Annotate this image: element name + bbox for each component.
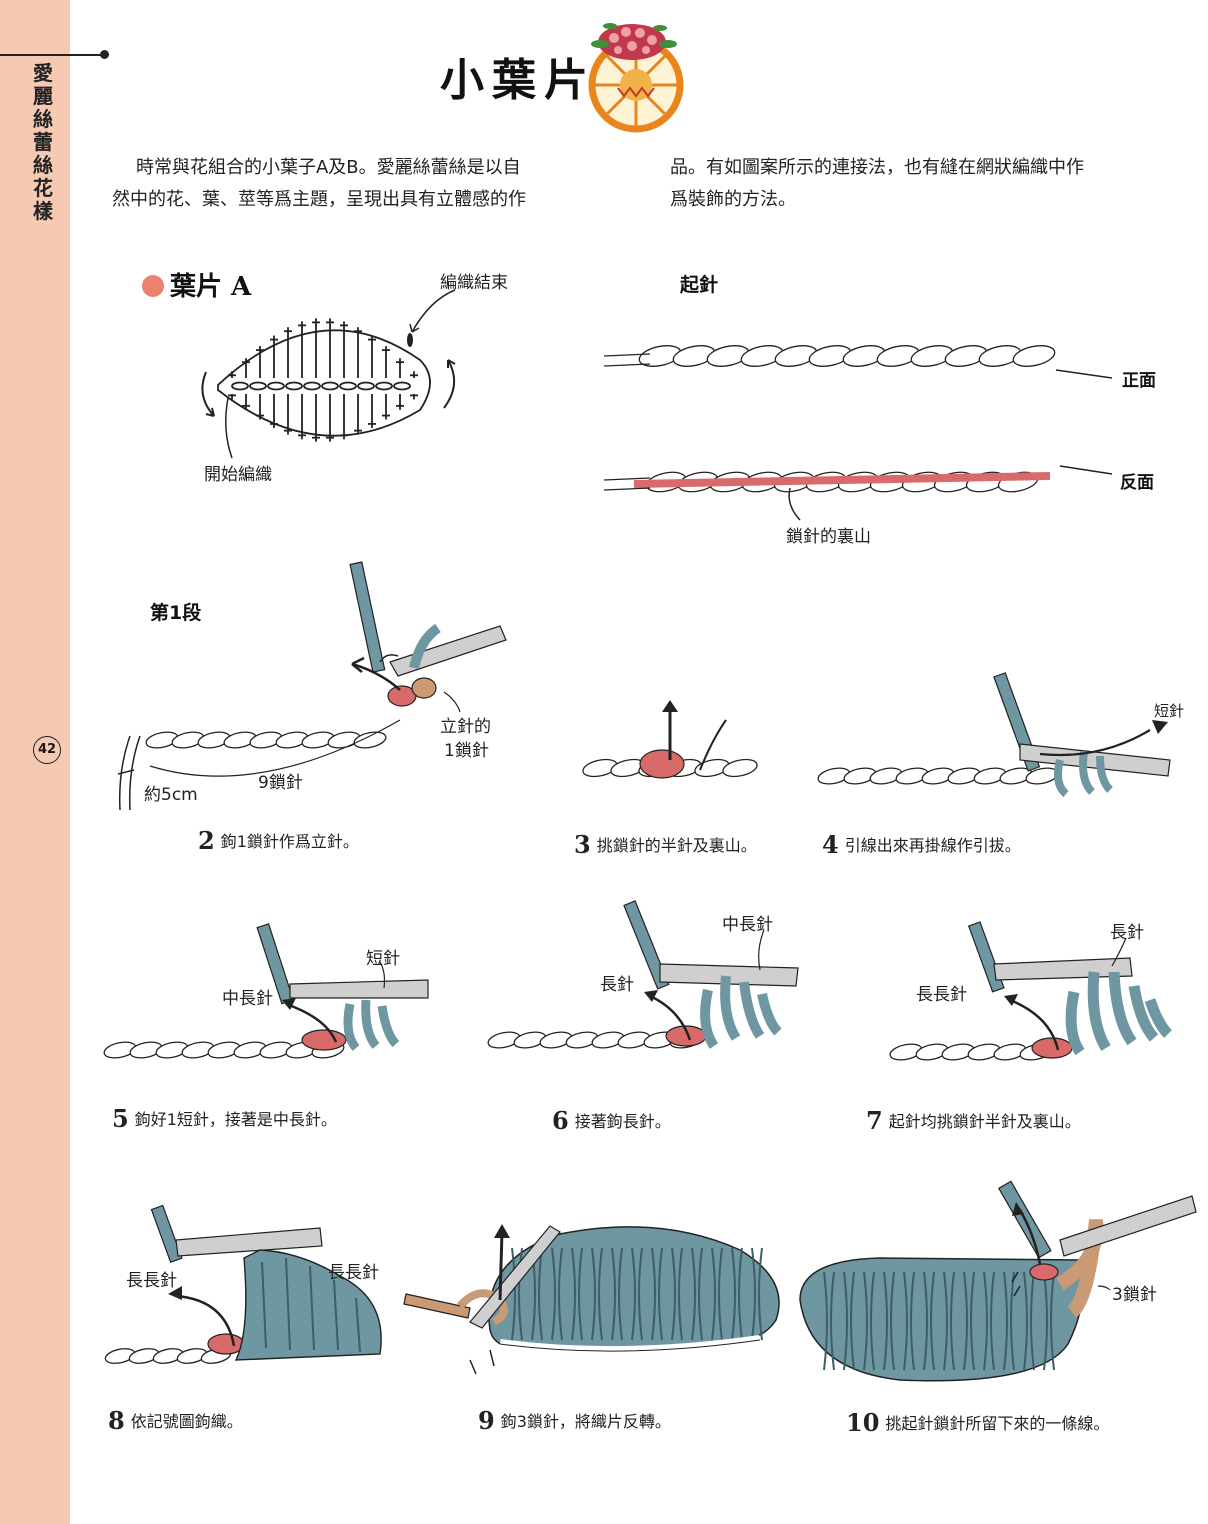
- label-turning-chain-line2: 1鎖針: [444, 741, 489, 761]
- step2-text: 鉤1鎖針作爲立針。: [220, 832, 359, 851]
- label-chain-back-bump: 鎖針的裏山: [786, 527, 871, 547]
- step8-number: 8: [108, 1406, 125, 1435]
- step10-text: 挑起針鎖針所留下來的一條線。: [885, 1414, 1110, 1433]
- step4-label-single-crochet: 短針: [1154, 702, 1185, 720]
- step10-number: 10: [846, 1408, 880, 1437]
- step4-text: 引線出來再掛線作引拔。: [844, 836, 1021, 855]
- intro-right-line2: 爲裝飾的方法。: [670, 189, 796, 210]
- label-start-crochet: 開始編織: [204, 465, 272, 485]
- step6-number: 6: [552, 1106, 569, 1135]
- step8-label-treble-b: 長長針: [328, 1263, 379, 1283]
- step6-label-half-double: 中長針: [722, 915, 773, 935]
- label-front-side: 正面: [1122, 371, 1156, 391]
- step9-text: 鉤3鎖針，將織片反轉。: [500, 1412, 671, 1431]
- step7-text: 起針均挑鎖針半針及裏山。: [888, 1112, 1081, 1131]
- step6-caption: 6 接著鉤長針。: [552, 1106, 671, 1135]
- step8-label-treble-a: 長長針: [126, 1271, 177, 1291]
- label-about-5cm: 約5cm: [144, 785, 198, 805]
- intro-left-line1: 時常與花組合的小葉子A及B。愛麗絲蕾絲是以自: [136, 157, 521, 178]
- leaf-a-heading: 葉片 A: [142, 266, 251, 303]
- step9-number: 9: [478, 1406, 495, 1435]
- sidebar-title: 愛麗絲蕾絲花樣: [33, 61, 53, 223]
- label-finish-crochet: 編織結束: [440, 273, 508, 293]
- sidebar-band: [0, 0, 70, 1524]
- step4-number: 4: [822, 830, 839, 859]
- intro-right-line1: 品。有如圖案所示的連接法，也有縫在網狀編織中作: [670, 157, 1084, 178]
- page-title: 小葉片: [440, 55, 596, 106]
- step5-number: 5: [112, 1104, 129, 1133]
- step8-text: 依記號圖鉤織。: [130, 1412, 243, 1431]
- step4-caption: 4 引線出來再掛線作引拔。: [822, 830, 1021, 859]
- step5-caption: 5 鉤好1短針，接著是中長針。: [112, 1104, 337, 1133]
- label-turning-chain-line1: 立針的: [440, 717, 491, 737]
- step5-label-single-crochet: 短針: [366, 949, 400, 969]
- starting-chain-heading: 起針: [680, 274, 719, 296]
- step6-text: 接著鉤長針。: [574, 1112, 671, 1131]
- sidebar-scalloped-edge: [64, 0, 70, 1524]
- page-number: 42: [33, 736, 61, 764]
- step10-caption: 10 挑起針鎖針所留下來的一條線。: [846, 1408, 1109, 1437]
- step9-caption: 9 鉤3鎖針，將織片反轉。: [478, 1406, 671, 1435]
- step3-caption: 3 挑鎖針的半針及裏山。: [574, 830, 757, 859]
- step8-caption: 8 依記號圖鉤織。: [108, 1406, 243, 1435]
- step2-caption: 2 鉤1鎖針作爲立針。: [198, 826, 359, 855]
- step3-number: 3: [574, 830, 591, 859]
- header-rule: [0, 54, 104, 56]
- intro-left-line2: 然中的花、葉、莖等爲主題，呈現出具有立體感的作: [112, 189, 526, 210]
- step5-text: 鉤好1短針，接著是中長針。: [134, 1110, 337, 1129]
- leaf-a-heading-text: 葉片 A: [170, 272, 252, 302]
- step7-caption: 7 起針均挑鎖針半針及裏山。: [866, 1106, 1081, 1135]
- header-rule-dot: [100, 50, 109, 59]
- step7-number: 7: [866, 1106, 883, 1135]
- step10-label-3-chains: 3鎖針: [1112, 1285, 1157, 1305]
- row1-heading: 第1段: [150, 602, 202, 624]
- step6-label-double: 長針: [600, 975, 634, 995]
- step7-label-treble: 長長針: [916, 985, 967, 1005]
- step2-number: 2: [198, 826, 215, 855]
- step3-text: 挑鎖針的半針及裏山。: [596, 836, 757, 855]
- label-back-side: 反面: [1120, 473, 1154, 493]
- label-9-chains: 9鎖針: [258, 773, 303, 793]
- salmon-bullet-icon: [142, 275, 164, 297]
- step5-label-half-double: 中長針: [222, 989, 273, 1009]
- step7-label-double: 長針: [1110, 923, 1144, 943]
